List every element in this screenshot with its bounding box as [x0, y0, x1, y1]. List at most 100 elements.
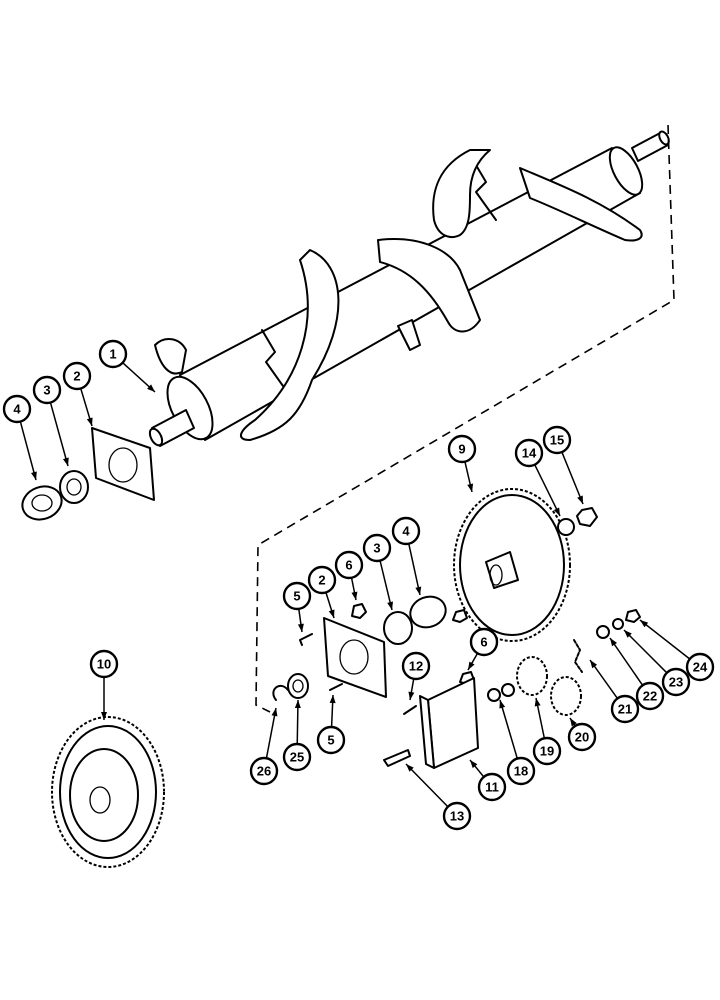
bearing-left: [59, 470, 89, 504]
callout-arrowhead: [147, 384, 155, 392]
callout-number: 13: [450, 809, 464, 824]
callout-leader: [623, 629, 668, 674]
callout-circle: [98, 339, 128, 369]
callout-circle: [610, 694, 640, 724]
callout-21: 21: [589, 659, 640, 724]
callout-arrowhead: [640, 620, 649, 628]
mounting-plate-right: [323, 617, 387, 698]
callout-arrowhead: [577, 495, 583, 504]
callout-number: 2: [73, 369, 80, 384]
callout-11: 11: [469, 759, 507, 802]
callout-arrowhead: [499, 700, 506, 709]
auger-flighting: [154, 149, 643, 441]
callout-2: 2: [62, 361, 93, 427]
callout-circle: [282, 581, 312, 611]
bracket-11: [419, 677, 479, 769]
callout-arrowhead: [271, 708, 278, 717]
callout-circle: [307, 565, 337, 595]
callout-number: 25: [290, 750, 304, 765]
callout-circle: [401, 651, 431, 681]
callout-circle: [32, 375, 62, 405]
callout-26: 26: [249, 707, 279, 786]
callout-19: 19: [532, 697, 562, 766]
callout-number: 4: [13, 402, 21, 417]
callout-circle: [2, 394, 32, 424]
callout-arrowhead: [329, 695, 336, 704]
callout-circle: [62, 361, 92, 391]
callout-circle: [282, 742, 312, 772]
callout-number: 3: [373, 541, 380, 556]
callout-number: 11: [485, 780, 499, 795]
callout-24: 24: [639, 619, 715, 682]
washer-23: [612, 618, 624, 630]
callout-5: 5: [316, 694, 346, 755]
callout-9: 9: [447, 434, 477, 493]
callout-circle: [477, 772, 507, 802]
callout-circle: [661, 667, 691, 697]
callout-circle: [362, 533, 392, 563]
callout-circle: [567, 722, 597, 752]
callout-circle: [506, 756, 536, 786]
callout-circle: [635, 681, 665, 711]
callout-circle: [447, 434, 477, 464]
callout-number: 5: [293, 589, 300, 604]
callout-circle: [542, 425, 572, 455]
auger-shaft: [148, 130, 670, 447]
callout-number: 23: [669, 675, 683, 690]
sprocket-20: [550, 676, 582, 716]
callout-leader: [379, 560, 393, 611]
bolt-13: [383, 749, 411, 767]
callout-number: 2: [318, 573, 325, 588]
bushing-25: [287, 673, 309, 699]
callout-number: 5: [327, 733, 334, 748]
callout-2: 2: [307, 565, 337, 619]
callout-13: 13: [405, 763, 472, 831]
callout-arrowhead: [570, 718, 577, 727]
callout-number: 3: [43, 383, 50, 398]
callout-leader: [405, 763, 449, 808]
callout-arrowhead: [294, 700, 301, 709]
bearing-flange-left: [21, 485, 63, 521]
callout-number: 22: [643, 689, 657, 704]
callout-3: 3: [32, 375, 69, 467]
callout-arrowhead: [467, 483, 474, 492]
sprocket-19: [516, 656, 548, 696]
callout-23: 23: [623, 629, 691, 697]
callout-leader: [265, 707, 277, 759]
callout-arrowhead: [468, 661, 475, 670]
washer-22: [596, 625, 610, 639]
callout-leader: [639, 619, 691, 660]
callout-arrowhead: [624, 630, 632, 638]
callout-arrowhead: [470, 760, 478, 769]
callout-25: 25: [282, 699, 312, 772]
callout-arrowhead: [62, 457, 69, 466]
callout-14: 14: [514, 438, 561, 517]
callout-leader: [19, 421, 37, 481]
chain-21: [573, 639, 583, 673]
callout-1: 1: [98, 339, 156, 393]
callout-arrowhead: [351, 591, 358, 600]
callout-number: 6: [480, 635, 487, 650]
callout-arrowhead: [328, 609, 335, 618]
callout-leader: [49, 402, 69, 467]
callout-circle: [685, 652, 715, 682]
callout-number: 12: [409, 659, 423, 674]
callout-22: 22: [609, 637, 665, 711]
callout-circle: [442, 801, 472, 831]
callout-circle: [391, 516, 421, 546]
callout-10: 10: [89, 649, 119, 720]
callout-arrowhead: [86, 417, 93, 426]
callout-6: 6: [334, 550, 364, 601]
callout-3: 3: [362, 533, 394, 611]
callout-arrowhead: [31, 471, 37, 480]
callout-6: 6: [467, 627, 499, 671]
callout-4: 4: [391, 516, 422, 596]
bearing-right: [383, 611, 413, 645]
bolts-5: [299, 633, 343, 691]
callout-leader: [408, 543, 421, 596]
callout-arrowhead: [387, 601, 394, 610]
callout-circle: [469, 627, 499, 657]
callout-circle: [514, 438, 544, 468]
callout-circle: [89, 649, 119, 679]
